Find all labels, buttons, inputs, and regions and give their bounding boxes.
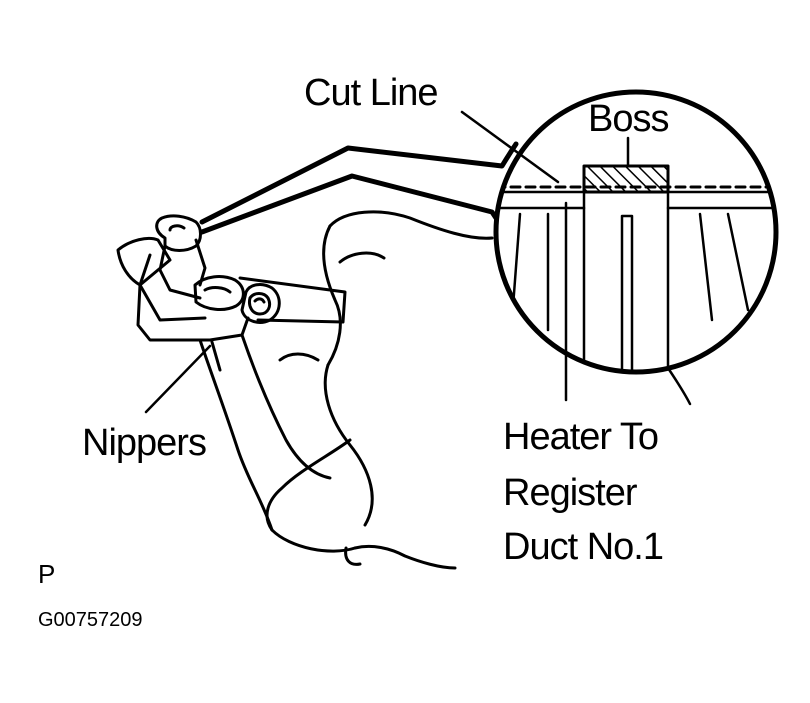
detail-circle — [493, 89, 779, 375]
detail-contents — [496, 164, 776, 372]
label-heater-line2: Register — [503, 472, 637, 514]
label-cut-line: Cut Line — [304, 72, 439, 114]
duct-leader-right — [666, 366, 692, 406]
label-nippers: Nippers — [82, 422, 207, 464]
nippers-leader — [144, 344, 212, 414]
cut-line-leader — [460, 110, 560, 184]
label-heater-line1: Heater To — [503, 416, 659, 458]
hand — [265, 210, 494, 570]
figure-code: G00757209 — [38, 609, 143, 631]
label-boss: Boss — [588, 98, 669, 140]
view-letter: P — [38, 559, 56, 589]
label-heater-line3: Duct No.1 — [503, 526, 664, 568]
callout-line-upper — [199, 141, 519, 225]
nippers-tool — [116, 214, 347, 532]
callout-line-lower — [199, 173, 499, 235]
